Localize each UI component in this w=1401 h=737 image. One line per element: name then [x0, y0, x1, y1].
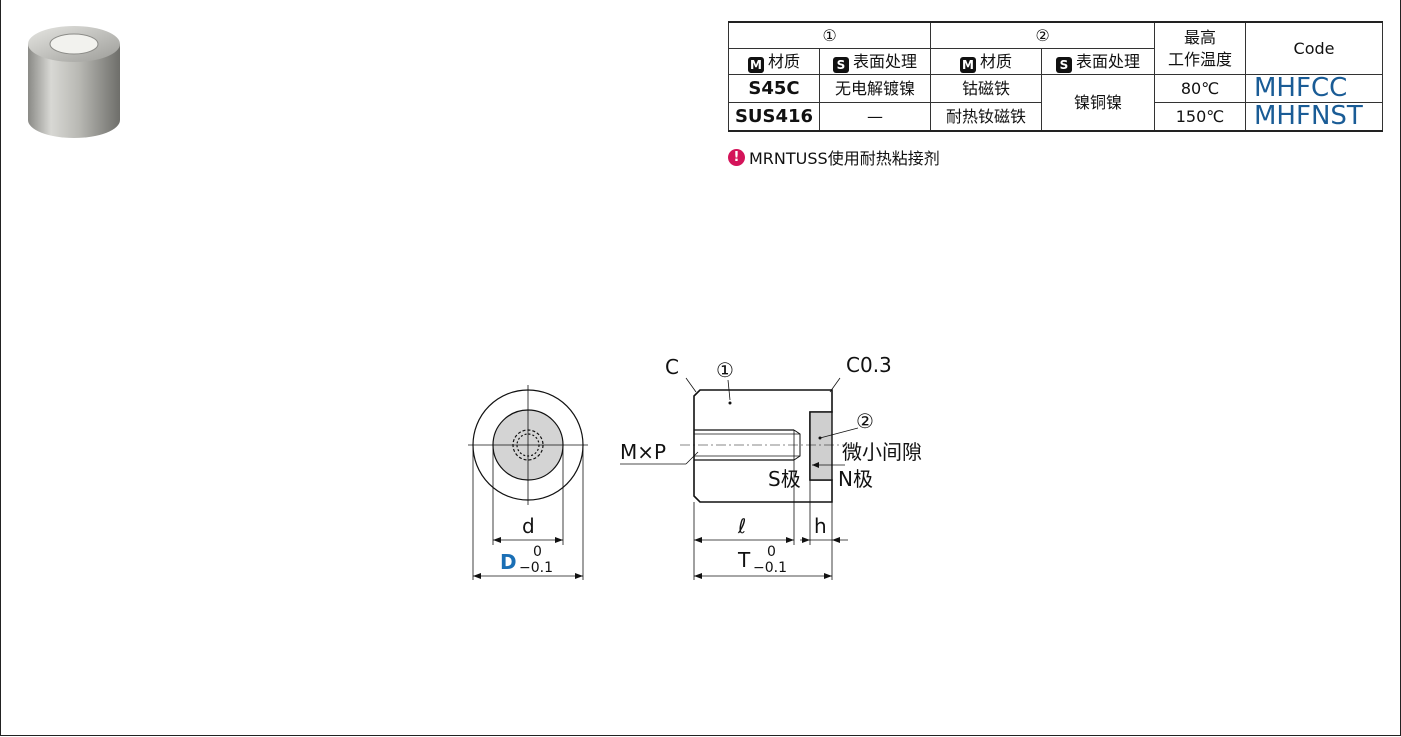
max-temp-value: 80℃ — [1154, 74, 1246, 103]
surface-badge-icon: S — [832, 57, 849, 73]
product-photo — [28, 26, 120, 138]
code-header: Code — [1245, 21, 1383, 75]
part-1-label: ① — [716, 358, 734, 382]
group-1-header: ① — [728, 21, 931, 49]
s-pole-label: S极 — [768, 467, 801, 491]
chamfer-c03-label: C0.3 — [846, 353, 892, 377]
part-2-label: ② — [856, 409, 874, 433]
chamfer-c-label: C — [665, 355, 679, 379]
material-badge-icon: M — [959, 57, 976, 73]
thread-label: M×P — [620, 440, 666, 464]
table-row: S45C 无电解镀镍 钴磁铁 镍铜镍 80℃ MHFCC — [728, 74, 1383, 132]
surface-badge-icon: S — [1055, 57, 1072, 73]
max-temp-value: 150℃ — [1154, 102, 1246, 132]
surface-1-value: 无电解镀镍 — [819, 74, 931, 103]
side-magnet — [809, 411, 833, 481]
material-badge-icon: M — [747, 57, 764, 73]
group-2-header: ② — [930, 21, 1155, 49]
note-text: MRNTUSS使用耐热粘接剂 — [749, 149, 940, 168]
dim-D-tol-lower: −0.1 — [519, 560, 553, 576]
surface-1-value: — — [819, 102, 931, 132]
dim-T-label: T — [737, 548, 751, 572]
dim-D-tol-upper: 0 — [533, 544, 542, 560]
material-1-value: SUS416 — [728, 102, 820, 132]
n-pole-label: N极 — [838, 467, 873, 491]
gap-label: 微小间隙 — [842, 440, 922, 464]
code-link-mhfnst[interactable]: MHFNST — [1245, 102, 1383, 132]
dim-d-label: d — [522, 514, 535, 538]
dim-h-label: h — [814, 514, 827, 538]
dim-T-tol-lower: −0.1 — [753, 560, 787, 576]
max-temp-line1: 最高 — [1183, 27, 1216, 47]
max-temp-line2: 工作温度 — [1167, 49, 1232, 69]
table-row: SUS416 — 耐热钕磁铁 150℃ MHFNST — [728, 102, 1383, 132]
max-temp-header: 最高 工作温度 — [1154, 21, 1246, 75]
dim-D-label: D — [500, 550, 517, 574]
warning-icon: ! — [728, 148, 745, 166]
material-1-value: S45C — [728, 74, 820, 103]
code-link-mhfcc[interactable]: MHFCC — [1245, 74, 1383, 103]
dim-T-tol-upper: 0 — [767, 544, 776, 560]
adhesive-note: ! MRNTUSS使用耐热粘接剂 — [728, 145, 940, 169]
material-2-value: 耐热钕磁铁 — [930, 102, 1042, 132]
dim-l-label: ℓ — [737, 514, 746, 538]
surface-2-value: 镍铜镍 — [1041, 74, 1155, 132]
material-2-value: 钴磁铁 — [930, 74, 1042, 103]
